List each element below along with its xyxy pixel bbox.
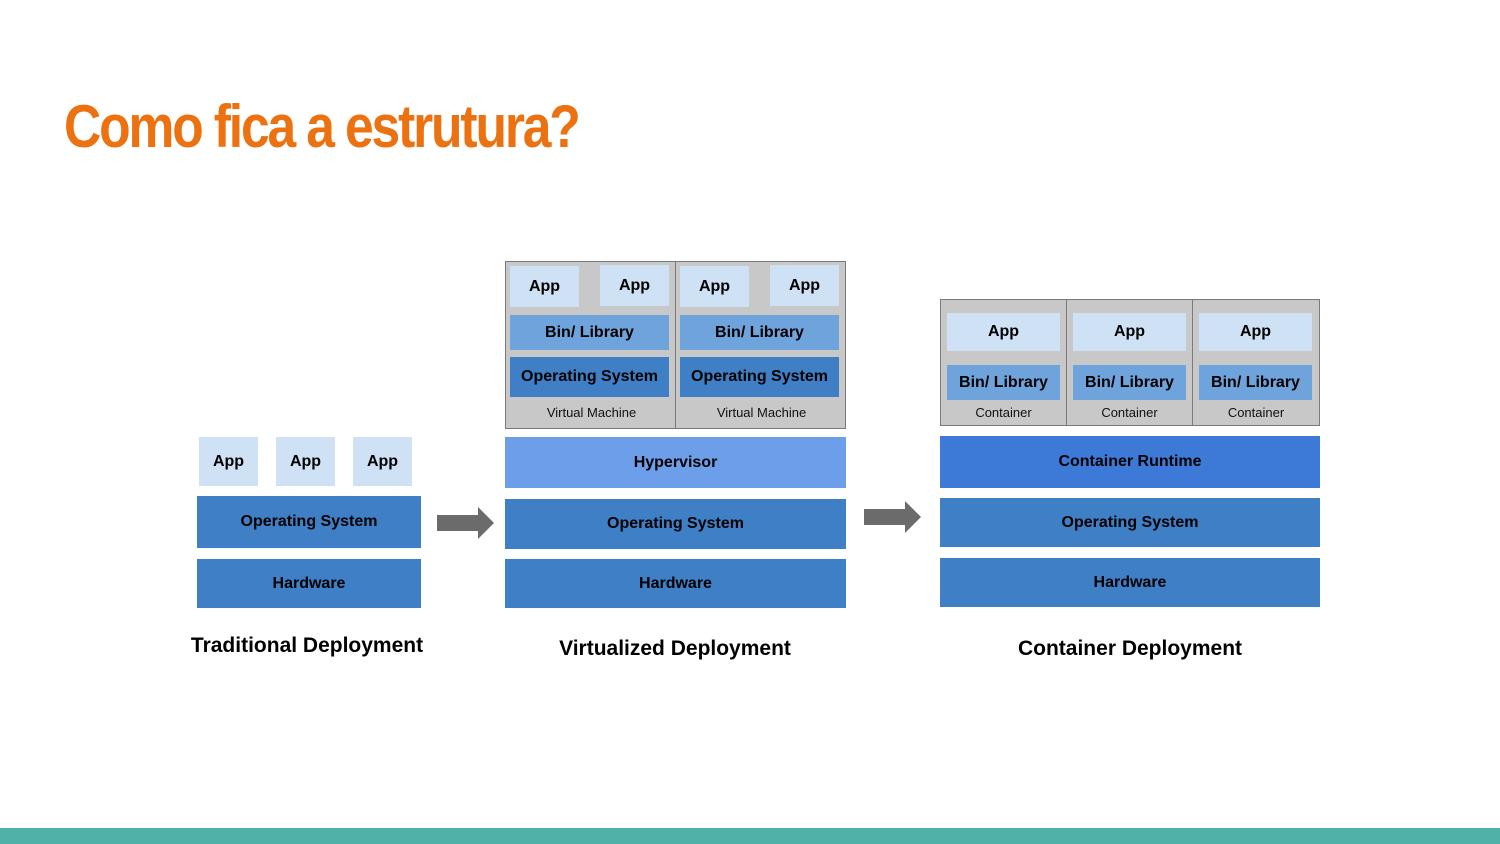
slide-title: Como fica a estrutura? [64,93,581,160]
container2-label: Container [1101,404,1158,420]
container1-label: Container [975,404,1032,420]
virtualized-os-layer: Operating System [505,499,846,549]
vm2-label: Virtual Machine [716,404,807,420]
vm2-app-1: App [680,266,749,307]
vm2-app-2: App [770,265,839,306]
vm1-app-2: App [600,265,669,306]
vm-divider [675,262,676,428]
container-divider-2 [1192,300,1193,425]
arrow-right-icon [864,501,921,533]
traditional-hardware-layer: Hardware [197,559,421,608]
vm1-label: Virtual Machine [546,404,637,420]
container3-bin-library: Bin/ Library [1199,365,1312,400]
container-hardware-layer: Hardware [940,558,1320,607]
container-os-layer: Operating System [940,498,1320,547]
container-runtime-layer: Container Runtime [940,436,1320,488]
traditional-os-layer: Operating System [197,496,421,548]
container-caption: Container Deployment [1017,637,1243,660]
vm1-bin-library: Bin/ Library [510,315,669,350]
container2-app: App [1073,313,1186,351]
vm2-bin-library: Bin/ Library [680,315,839,350]
arrow-shape [437,507,494,539]
container-divider-1 [1066,300,1067,425]
vm2-os: Operating System [680,357,839,397]
virtualized-caption: Virtualized Deployment [559,637,791,660]
container2-bin-library: Bin/ Library [1073,365,1186,400]
traditional-app-2: App [276,437,335,486]
vm1-os: Operating System [510,357,669,397]
bottom-accent-bar [0,828,1500,844]
container3-app: App [1199,313,1312,351]
arrow-right-icon [437,507,494,539]
virtualized-hardware-layer: Hardware [505,559,846,608]
container1-app: App [947,313,1060,351]
hypervisor-layer: Hypervisor [505,437,846,488]
traditional-app-1: App [199,437,258,486]
traditional-caption: Traditional Deployment [190,634,424,657]
container3-label: Container [1227,404,1285,420]
arrow-shape [864,501,921,533]
container1-bin-library: Bin/ Library [947,365,1060,400]
traditional-app-3: App [353,437,412,486]
vm1-app-1: App [510,266,579,307]
